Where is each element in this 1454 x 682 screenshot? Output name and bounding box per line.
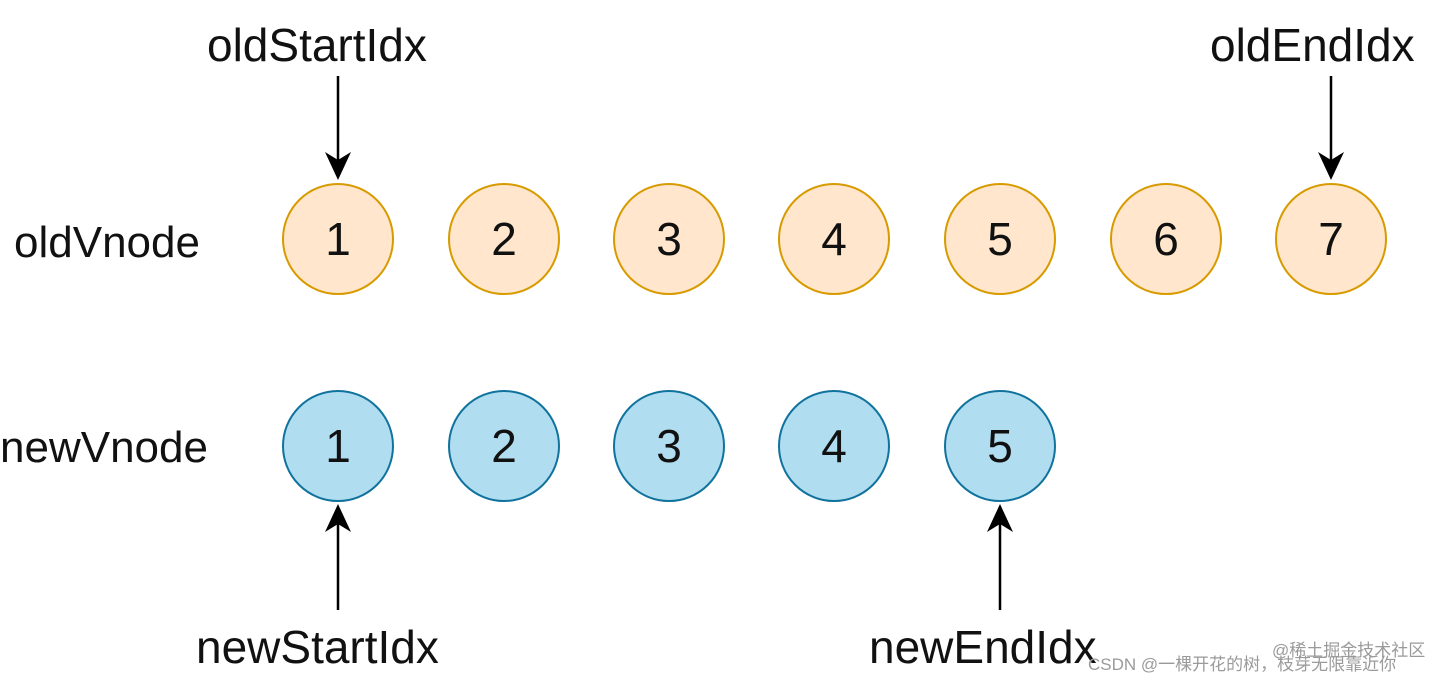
new-vnode-label: newVnode xyxy=(0,423,208,472)
old-vnode-label: oldVnode xyxy=(14,218,200,267)
old-end-idx-label: oldEndIdx xyxy=(1210,19,1415,71)
watermark-csdn: CSDN @一棵开花的树，枝芽无限靠近你 xyxy=(1088,655,1397,674)
old-start-idx-label: oldStartIdx xyxy=(207,19,427,71)
old-node-4: 4 xyxy=(778,183,890,295)
old-node-2: 2 xyxy=(448,183,560,295)
old-node-3: 3 xyxy=(613,183,725,295)
old-end-arrow xyxy=(1318,76,1344,180)
new-node-5: 5 xyxy=(944,390,1056,502)
watermark-juejin: @稀土掘金技术社区 xyxy=(1272,641,1426,660)
old-node-7: 7 xyxy=(1275,183,1387,295)
old-node-5: 5 xyxy=(944,183,1056,295)
new-node-4: 4 xyxy=(778,390,890,502)
new-start-idx-label: newStartIdx xyxy=(196,621,439,673)
new-end-arrow xyxy=(987,504,1013,610)
new-node-1: 1 xyxy=(282,390,394,502)
new-end-idx-label: newEndIdx xyxy=(869,621,1097,673)
new-node-3: 3 xyxy=(613,390,725,502)
new-start-arrow xyxy=(325,504,351,610)
old-node-6: 6 xyxy=(1110,183,1222,295)
old-node-1: 1 xyxy=(282,183,394,295)
old-start-arrow xyxy=(325,76,351,180)
new-node-2: 2 xyxy=(448,390,560,502)
